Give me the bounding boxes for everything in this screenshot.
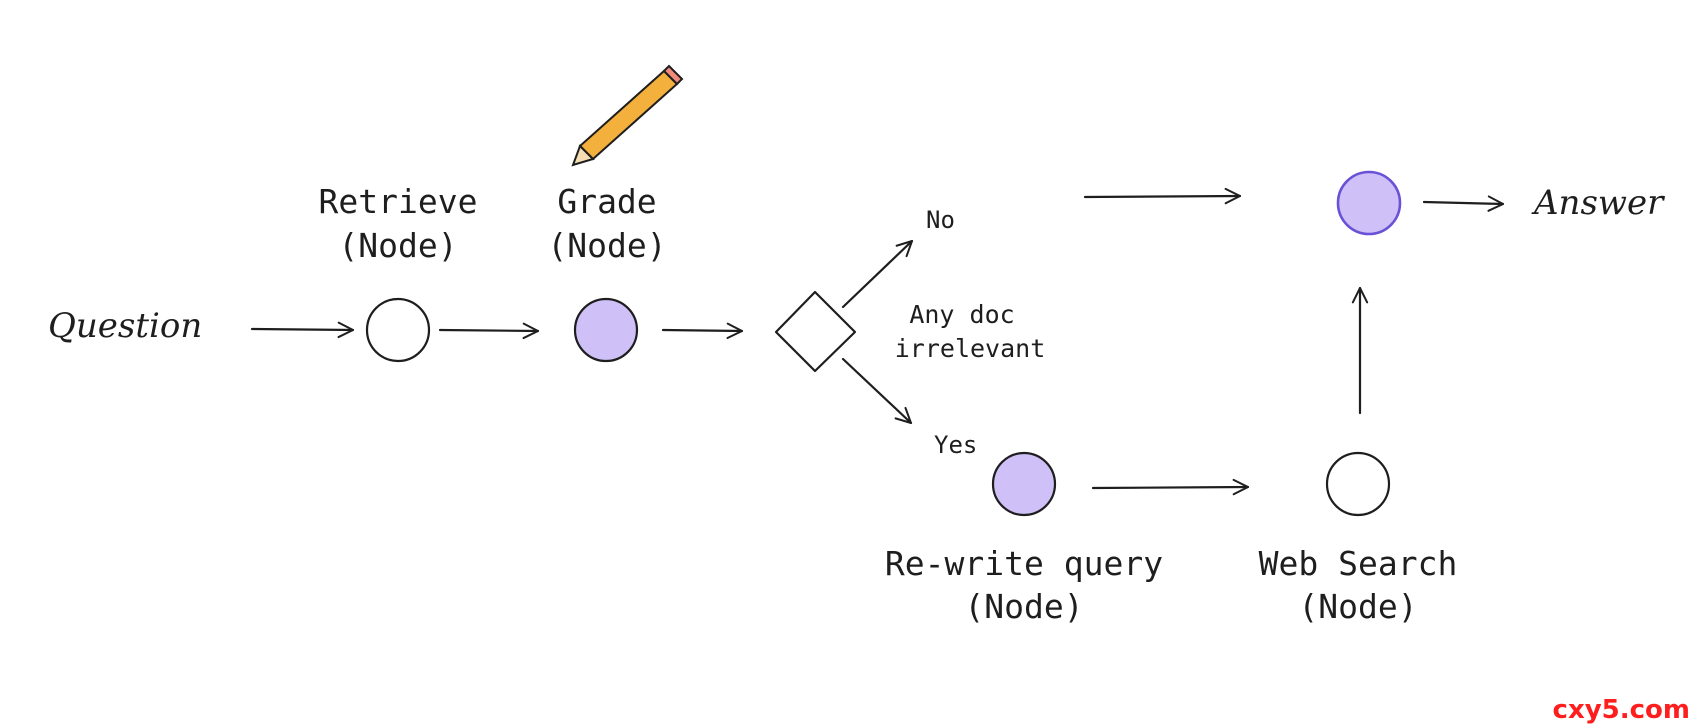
web-search-subtitle: (Node) bbox=[1298, 587, 1417, 626]
decision-diamond[interactable] bbox=[774, 290, 857, 373]
arrow-decision-to-no bbox=[841, 239, 914, 309]
branch-no-label: No bbox=[926, 206, 955, 234]
arrow-question-to-retrieve bbox=[250, 321, 355, 339]
watermark-text: cxy5.com bbox=[1553, 695, 1690, 725]
web-search-node[interactable] bbox=[1325, 451, 1391, 517]
arrow-grade-to-decision bbox=[661, 322, 744, 340]
decision-label-line1: Any doc bbox=[909, 300, 1014, 329]
pencil-icon bbox=[571, 64, 684, 167]
retrieve-node-subtitle: (Node) bbox=[338, 226, 457, 265]
arrow-no-to-final bbox=[1083, 187, 1242, 205]
rewrite-query-subtitle: (Node) bbox=[964, 587, 1083, 626]
arrow-retrieve-to-grade bbox=[438, 322, 540, 340]
web-search-title: Web Search bbox=[1259, 544, 1458, 583]
rewrite-query-title: Re-write query bbox=[885, 544, 1163, 583]
rewrite-query-node[interactable] bbox=[991, 451, 1057, 517]
grade-node-subtitle: (Node) bbox=[547, 226, 666, 265]
final-node[interactable] bbox=[1336, 170, 1402, 236]
question-label: Question bbox=[48, 306, 202, 346]
arrow-final-to-answer bbox=[1422, 195, 1505, 212]
arrow-rewrite-to-websearch bbox=[1091, 478, 1250, 496]
retrieve-node[interactable] bbox=[365, 297, 431, 363]
decision-label-line2: irrelevant bbox=[895, 334, 1046, 363]
grade-node-title: Grade bbox=[557, 182, 656, 221]
answer-label: Answer bbox=[1531, 183, 1665, 223]
grade-node[interactable] bbox=[573, 297, 639, 363]
retrieve-node-title: Retrieve bbox=[319, 182, 478, 221]
arrow-decision-to-yes bbox=[841, 357, 913, 425]
branch-yes-label: Yes bbox=[934, 431, 977, 459]
